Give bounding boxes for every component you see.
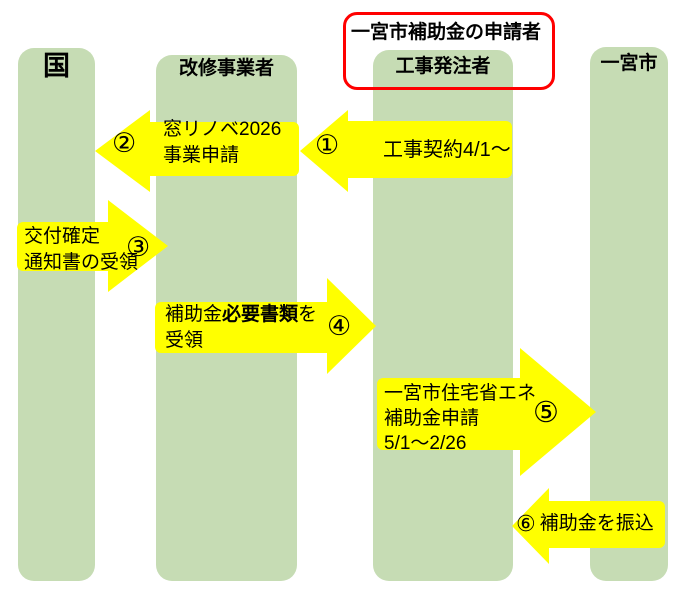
arrow-4-right-arrowhead-icon <box>327 278 376 374</box>
arrow-5-label-line2: 補助金申請 <box>384 408 480 429</box>
arrow-2-left-arrowhead-icon <box>95 110 150 192</box>
arrow-1-left-arrowhead-icon <box>300 110 348 192</box>
arrow-3-label: 交付確定 通知書の受領 <box>24 224 138 276</box>
column-ichinomiya <box>590 47 668 581</box>
arrow-2-label-line2: 事業申請 <box>163 145 240 166</box>
arrow-5-label: 一宮市住宅省エネ 補助金申請 5/1～2/26 <box>384 381 536 456</box>
arrow-2-body <box>150 122 299 176</box>
arrow-3-label-line1: 交付確定 <box>24 226 101 247</box>
column-kuni <box>18 48 95 581</box>
arrow-4-label-line1: 補助金必要書類を <box>165 304 318 325</box>
column-label-ichinomiya: 一宮市 <box>600 53 658 74</box>
arrow-5-label-line1: 一宮市住宅省エネ <box>384 383 537 404</box>
arrow-1-number: ① <box>315 130 340 160</box>
arrow-4-body <box>155 302 327 353</box>
arrow-1-body <box>348 121 512 178</box>
arrow-5-body <box>377 378 520 450</box>
arrow-2-number: ② <box>112 128 137 158</box>
arrow-1-label: 工事契約4/1～ <box>383 139 511 161</box>
arrow-2-label-line1: 窓リノベ2026 <box>163 119 282 140</box>
column-label-kaishu-jigyosha: 改修事業者 <box>178 58 274 79</box>
arrow-2-label: 窓リノベ2026 事業申請 <box>163 117 281 169</box>
arrow-4-number: ④ <box>327 311 352 341</box>
column-label-kuni: 国 <box>43 51 70 81</box>
arrow-4-label-line2: 受領 <box>165 330 204 351</box>
arrow-5-right-arrowhead-icon <box>520 348 596 476</box>
arrow-5-number: ⑤ <box>533 397 559 429</box>
arrow-6-label-text: 補助金を振込 <box>539 513 654 534</box>
arrow-6-body <box>549 501 665 548</box>
arrow-3-right-arrowhead-icon <box>108 200 168 292</box>
column-label-koji-hatchusha: 工事発注者 <box>395 56 491 77</box>
arrow-6-left-arrowhead-icon <box>512 488 549 564</box>
applicant-highlight-box <box>343 12 555 90</box>
arrow-5-label-line3: 5/1～2/26 <box>384 433 467 454</box>
arrow-6-label: ⑥ 補助金を振込 <box>516 511 654 537</box>
arrow-3-label-line2: 通知書の受領 <box>24 252 139 273</box>
arrow-3-body <box>17 222 108 271</box>
arrow-3-number: ③ <box>126 232 151 262</box>
arrow-4-label: 補助金必要書類を 受領 <box>165 302 317 354</box>
arrow-6-number: ⑥ <box>516 511 536 536</box>
applicant-box-title: 一宮市補助金の申請者 <box>350 22 541 43</box>
